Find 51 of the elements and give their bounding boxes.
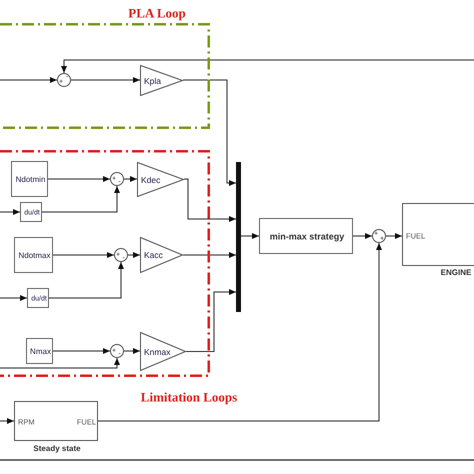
- sum-junction: [110, 344, 124, 358]
- loop-title: PLA Loop: [128, 6, 186, 20]
- block-label: Nmax: [30, 348, 51, 356]
- gain-label: Kacc: [144, 250, 163, 260]
- signal-arrow: [70, 77, 140, 83]
- sum-junction: [114, 248, 128, 262]
- signal-arrow: [0, 77, 58, 83]
- signal-arrow: [124, 348, 140, 354]
- signal-arrow: [48, 176, 110, 182]
- function-block: [20, 202, 42, 222]
- signal-arrow: [124, 176, 138, 182]
- function-block: [26, 338, 53, 364]
- function-block: [14, 237, 53, 273]
- block-label: Ndotmin: [16, 176, 46, 184]
- signal-arrow: [184, 178, 236, 222]
- block-label: min-max strategy: [270, 232, 344, 242]
- gain-label: Kpla: [144, 76, 162, 85]
- signal-arrow: [352, 233, 372, 239]
- signal-arrow: [240, 233, 260, 239]
- sum-junction: [110, 172, 124, 186]
- function-block: [11, 161, 48, 197]
- block-title: ENGINE: [440, 269, 472, 277]
- sum-junction: [372, 229, 386, 243]
- gain-triangle: [140, 237, 183, 273]
- signal-arrow: [98, 242, 382, 422]
- signal-arrow: [0, 418, 14, 424]
- gain-label: Knmax: [144, 347, 170, 356]
- signal-arrow: [128, 252, 140, 258]
- signal-arrow: [0, 358, 120, 368]
- sum-junction: [57, 73, 71, 87]
- signal-arrow: [42, 186, 120, 212]
- signal-arrow: [386, 233, 402, 239]
- signal-arrow: [0, 295, 28, 301]
- signal-arrow: [182, 80, 236, 186]
- gain-triangle: [137, 162, 184, 197]
- signal-arrow: [52, 348, 110, 354]
- gain-triangle: [140, 332, 186, 371]
- mux-bar: [236, 162, 241, 312]
- signal-arrow: [182, 252, 236, 258]
- gain-label: Kdec: [141, 175, 160, 184]
- gain-triangle: [140, 65, 183, 96]
- signal-arrow: [186, 289, 236, 352]
- signal-arrow: [61, 60, 474, 74]
- function-block: [27, 288, 49, 308]
- signal-arrow: [52, 252, 114, 258]
- block-label: Ndotmax: [18, 252, 50, 260]
- block-title: Steady state: [33, 445, 81, 453]
- signal-arrow: [48, 262, 124, 298]
- loop-title: Limitation Loops: [140, 390, 238, 404]
- function-block: [259, 218, 353, 254]
- signal-arrow: [0, 209, 20, 215]
